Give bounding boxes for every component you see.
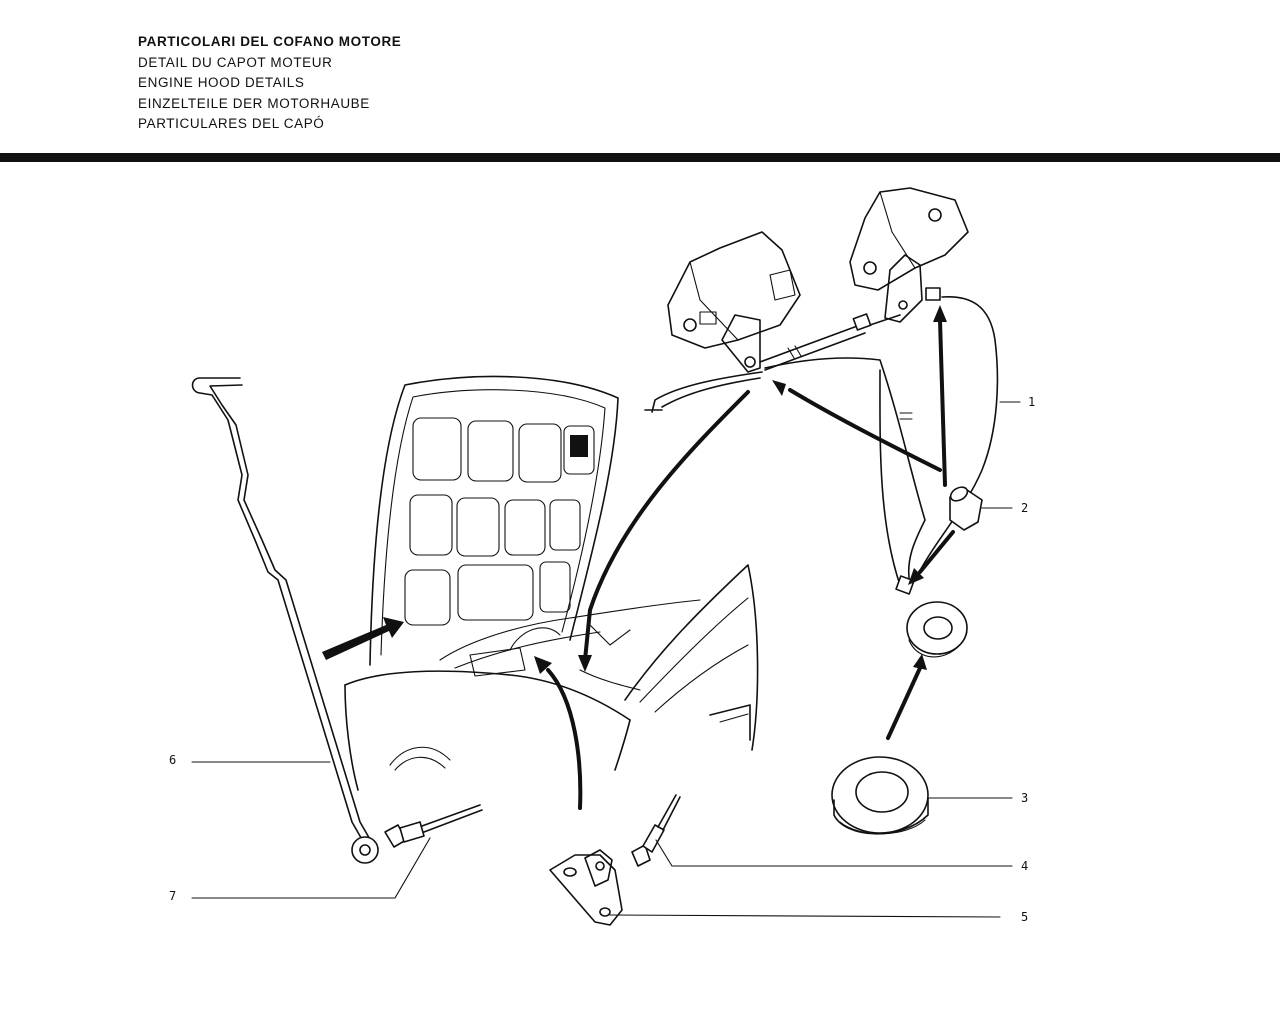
latch-right (849, 187, 969, 323)
release-cable (644, 287, 999, 595)
rivet-4 (631, 794, 681, 867)
leader-7 (191, 837, 431, 899)
rivet-7 (384, 804, 483, 848)
header-line-english: ENGINE HOOD DETAILS (138, 75, 305, 90)
callout-4: 4 (1021, 859, 1028, 873)
header-line-german: EINZELTEILE DER MOTORHAUBE (138, 95, 370, 111)
leader-lines (191, 401, 1021, 918)
car-front-illustration (344, 375, 759, 791)
leader-4 (655, 839, 1013, 867)
callout-3: 3 (1021, 791, 1028, 805)
hood-prop-rod (191, 377, 379, 864)
callout-5: 5 (1021, 910, 1028, 924)
assembly-arrows (322, 305, 955, 810)
grommet-small (906, 601, 968, 658)
grommet-large (831, 756, 929, 835)
header-line-italian: PARTICOLARI DEL COFANO MOTORE (138, 34, 402, 49)
callout-6: 6 (169, 753, 176, 767)
callout-2: 2 (1021, 501, 1028, 515)
callout-1: 1 (1028, 395, 1035, 409)
header-block: PARTICOLARI DEL COFANO MOTORE DETAIL DU … (138, 32, 401, 135)
stay-bracket-part (549, 849, 623, 926)
header-line-french: DETAIL DU CAPOT MOTEUR (138, 54, 333, 70)
header-line-spanish: PARTICULARES DEL CAPÓ (138, 116, 325, 131)
header-divider (0, 153, 1280, 162)
leader-5 (609, 914, 1001, 918)
cable-sleeve-part (949, 486, 983, 531)
latch-left (667, 231, 801, 373)
callout-7: 7 (169, 889, 176, 903)
